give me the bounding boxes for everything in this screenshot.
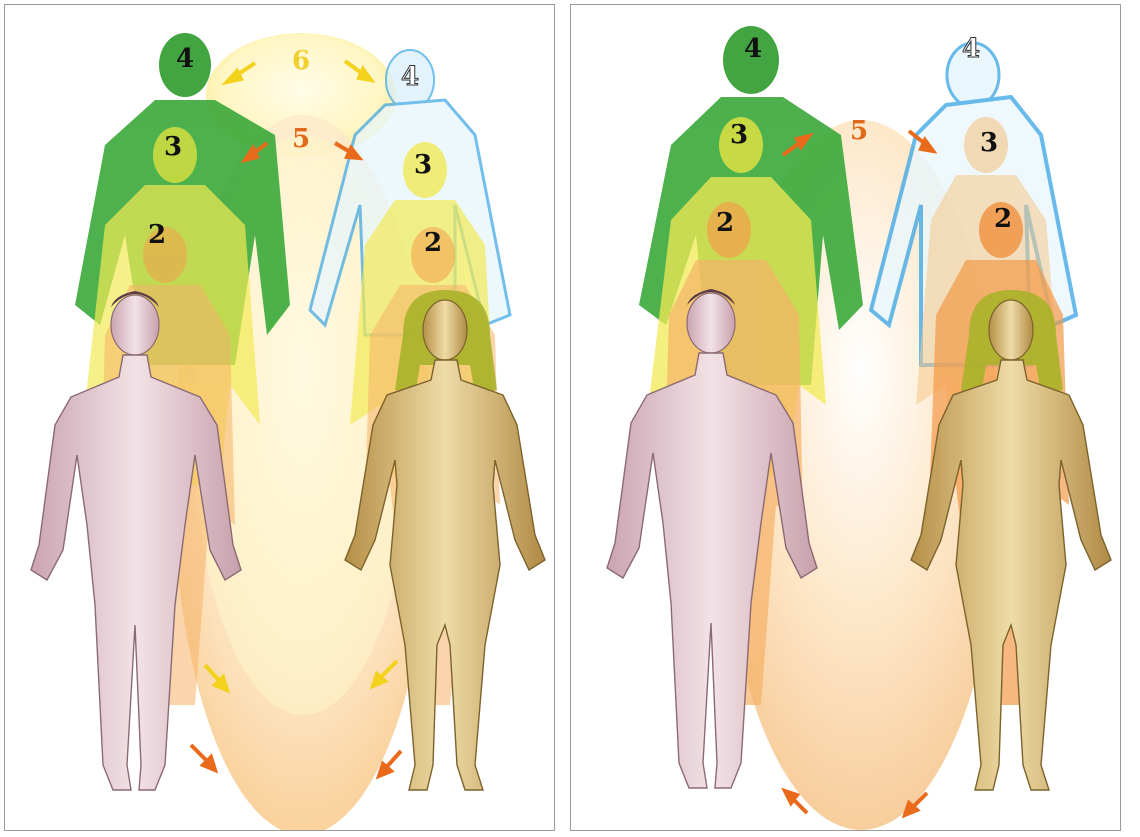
energy-bodies-illustration-right: 4 4 3 3 2 2 5 xyxy=(571,5,1121,831)
label-female-3: 3 xyxy=(414,150,432,180)
label-female-4: 4 xyxy=(962,34,980,64)
label-arc-6: 6 xyxy=(292,46,310,76)
label-female-2: 2 xyxy=(994,204,1012,234)
label-arc-5: 5 xyxy=(292,124,310,154)
label-arc-5: 5 xyxy=(850,116,868,146)
energy-bodies-illustration-left: 4 4 3 3 2 2 6 5 xyxy=(5,5,555,831)
illustration-panel-right: 4 4 3 3 2 2 5 xyxy=(570,4,1121,831)
label-female-2: 2 xyxy=(424,228,442,258)
label-male-2: 2 xyxy=(148,220,166,250)
label-female-4: 4 xyxy=(401,62,419,92)
label-male-4: 4 xyxy=(744,34,762,64)
label-male-3: 3 xyxy=(730,120,748,150)
illustration-panel-left: 4 4 3 3 2 2 6 5 xyxy=(4,4,555,831)
label-male-4: 4 xyxy=(176,44,194,74)
label-male-3: 3 xyxy=(164,132,182,162)
label-female-3: 3 xyxy=(980,128,998,158)
label-male-2: 2 xyxy=(716,208,734,238)
